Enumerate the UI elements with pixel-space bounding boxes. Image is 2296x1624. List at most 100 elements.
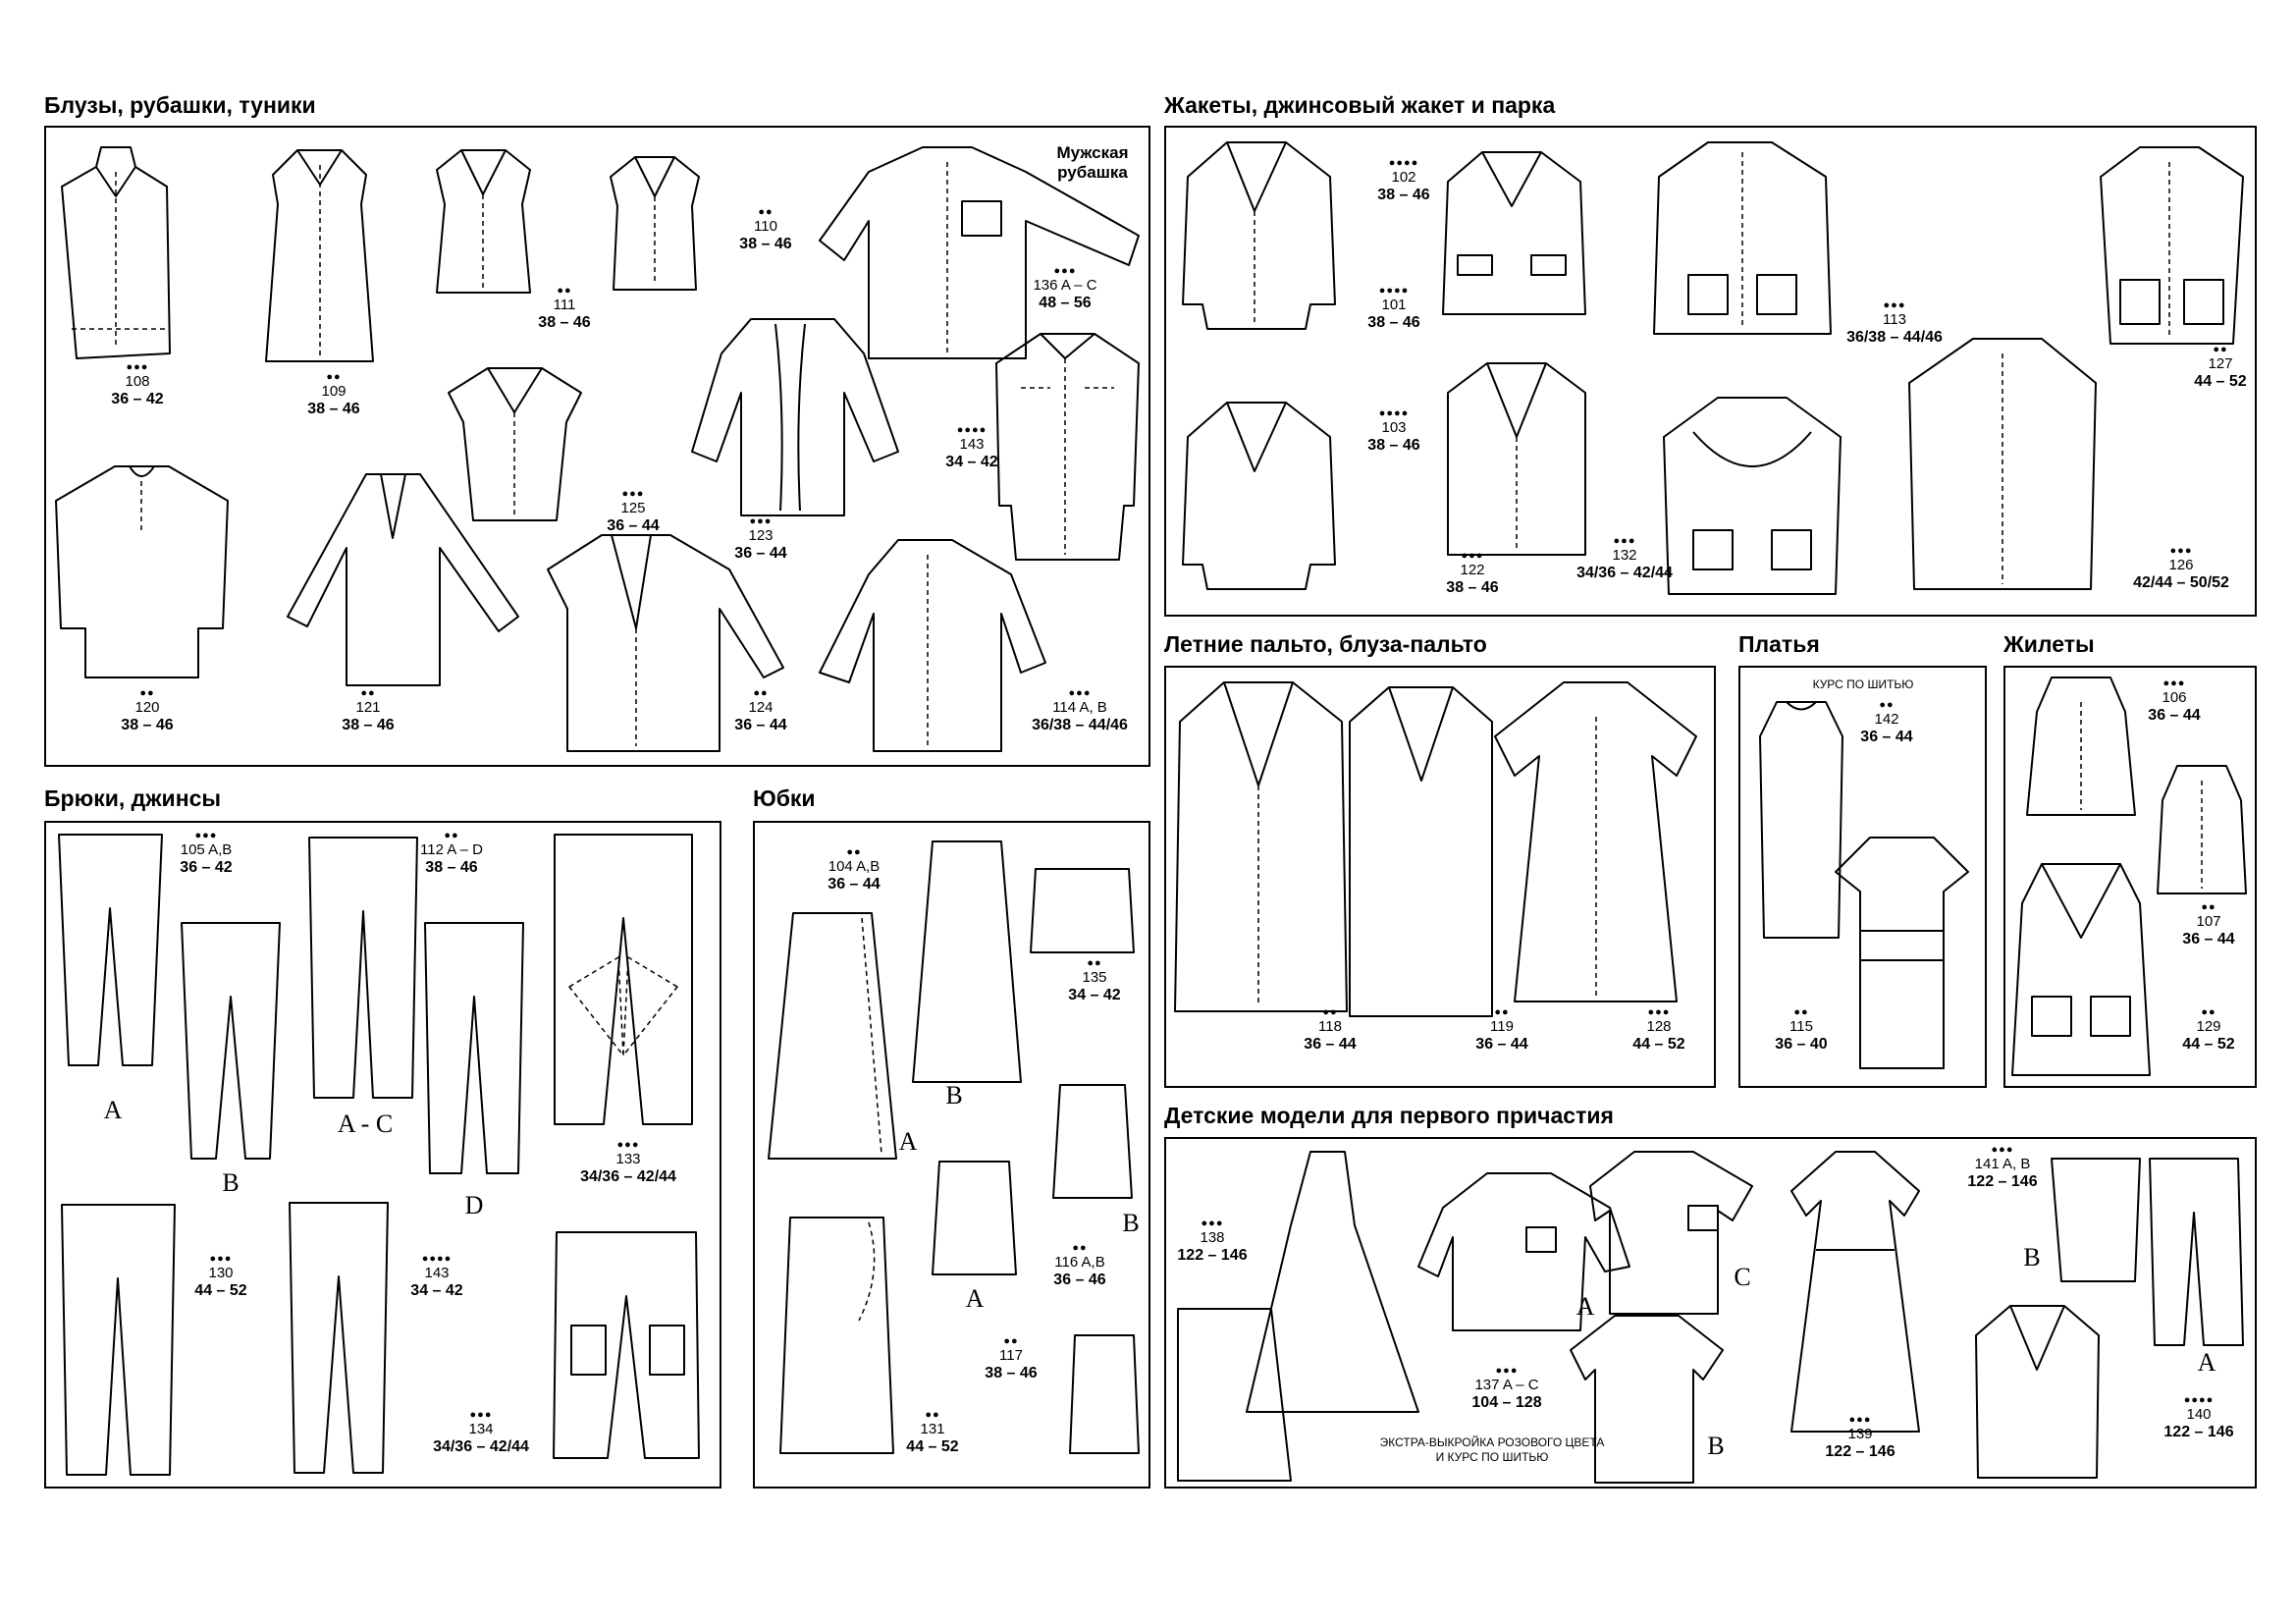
difficulty-dots: ●● (444, 830, 459, 841)
size-range: 44 – 52 (2182, 1036, 2235, 1053)
difficulty-dots: ●●● (1068, 687, 1092, 699)
section-title-skirts: Юбки (753, 785, 816, 811)
garment-109-drawing (265, 149, 374, 362)
size-range: 38 – 46 (1377, 187, 1430, 203)
size-range: 34 – 42 (945, 454, 998, 470)
model-number: 102 (1391, 169, 1416, 186)
extra-pattern-note-137: ЭКСТРА-ВЫКРОЙКА РОЗОВОГО ЦВЕТА И КУРС ПО… (1379, 1435, 1605, 1464)
size-range: 104 – 128 (1471, 1394, 1542, 1411)
garment-140-drawing (1975, 1305, 2100, 1479)
difficulty-dots: ●●● (209, 1253, 233, 1265)
garment-137a-drawing (1417, 1172, 1630, 1331)
model-number: 129 (2196, 1018, 2221, 1035)
size-range: 36 – 44 (2182, 931, 2235, 947)
difficulty-dots: ●●● (749, 515, 773, 527)
difficulty-dots: ●●● (1461, 550, 1484, 562)
size-range: 34/36 – 42/44 (433, 1438, 529, 1455)
difficulty-dots: ●●● (1613, 535, 1636, 547)
model-number: 110 (754, 218, 777, 235)
size-range: 36 – 40 (1775, 1036, 1828, 1053)
difficulty-dots: ●●●● (2183, 1394, 2215, 1406)
size-range: 44 – 52 (194, 1282, 247, 1299)
model-number: 113 (1883, 311, 1906, 328)
frame-coats (1164, 666, 1716, 1088)
garment-101-drawing (1442, 151, 1586, 315)
difficulty-dots: ●●● (2169, 545, 2193, 557)
model-number: 135 (1082, 969, 1107, 986)
model-number: 119 (1490, 1018, 1514, 1035)
garment-123-drawing (691, 318, 899, 516)
size-range: 38 – 46 (985, 1365, 1038, 1381)
size-range: 38 – 46 (538, 314, 591, 331)
size-range: 38 – 46 (1446, 579, 1499, 596)
difficulty-dots: ●● (1322, 1006, 1338, 1018)
model-number: 122 (1460, 562, 1485, 578)
model-number: 127 (2208, 355, 2233, 372)
garment-108-drawing (61, 146, 171, 359)
model-number: 130 (208, 1265, 234, 1281)
model-number: 104 A,B (828, 858, 881, 875)
model-number: 118 (1318, 1018, 1342, 1035)
variant-letter: A (2197, 1348, 2216, 1377)
garment-111-drawing (436, 149, 531, 294)
size-range: 36 – 42 (111, 391, 164, 407)
garment-129-drawing (2011, 863, 2151, 1076)
size-range: 34/36 – 42/44 (580, 1168, 676, 1185)
garment-105a-drawing (58, 834, 163, 1066)
difficulty-dots: ●● (557, 285, 572, 297)
difficulty-dots: ●●● (1848, 1414, 1872, 1426)
garment-137b-drawing (1570, 1315, 1724, 1484)
variant-letter: A - C (337, 1110, 394, 1138)
garment-110-drawing (610, 156, 700, 291)
difficulty-dots: ●● (758, 206, 774, 218)
model-number: 126 (2168, 557, 2194, 573)
frame-jackets (1164, 126, 2257, 617)
difficulty-dots: ●● (2213, 344, 2228, 355)
model-number: 140 (2186, 1406, 2212, 1423)
garment-128-drawing (1494, 681, 1697, 1002)
model-number: 117 (999, 1347, 1023, 1364)
size-range: 36 – 46 (1053, 1272, 1106, 1288)
section-title-dresses: Платья (1738, 631, 1820, 657)
model-number: 101 (1381, 297, 1407, 313)
model-number: 142 (1874, 711, 1899, 728)
size-range: 38 – 46 (121, 717, 174, 733)
garment-105b-drawing (181, 922, 281, 1160)
garment-119-drawing (1349, 686, 1493, 1017)
model-number: 124 (748, 699, 774, 716)
model-number: 109 (321, 383, 347, 400)
garment-103-drawing (1182, 402, 1336, 590)
size-range: 36/38 – 44/46 (1846, 329, 1943, 346)
difficulty-dots: ●● (1494, 1006, 1510, 1018)
garment-126-drawing (1908, 338, 2097, 590)
model-number: 137 A – C (1474, 1377, 1539, 1393)
frame-blouses (44, 126, 1150, 767)
difficulty-dots: ●● (1072, 1242, 1088, 1254)
difficulty-dots: ●● (2201, 1006, 2216, 1018)
difficulty-dots: ●●● (616, 1139, 640, 1151)
variant-letter: A (1575, 1292, 1595, 1321)
size-range: 38 – 46 (342, 717, 395, 733)
model-number: 108 (125, 373, 150, 390)
variant-letter: B (222, 1168, 240, 1197)
garment-112d-drawing (424, 922, 524, 1174)
section-title-coats: Летние пальто, блуза-пальто (1164, 631, 1487, 657)
difficulty-dots: ●●●● (956, 424, 988, 436)
size-range: 48 – 56 (1039, 295, 1092, 311)
model-number: 141 A, B (1974, 1156, 2031, 1172)
garment-138-drawing (1177, 1151, 1419, 1482)
